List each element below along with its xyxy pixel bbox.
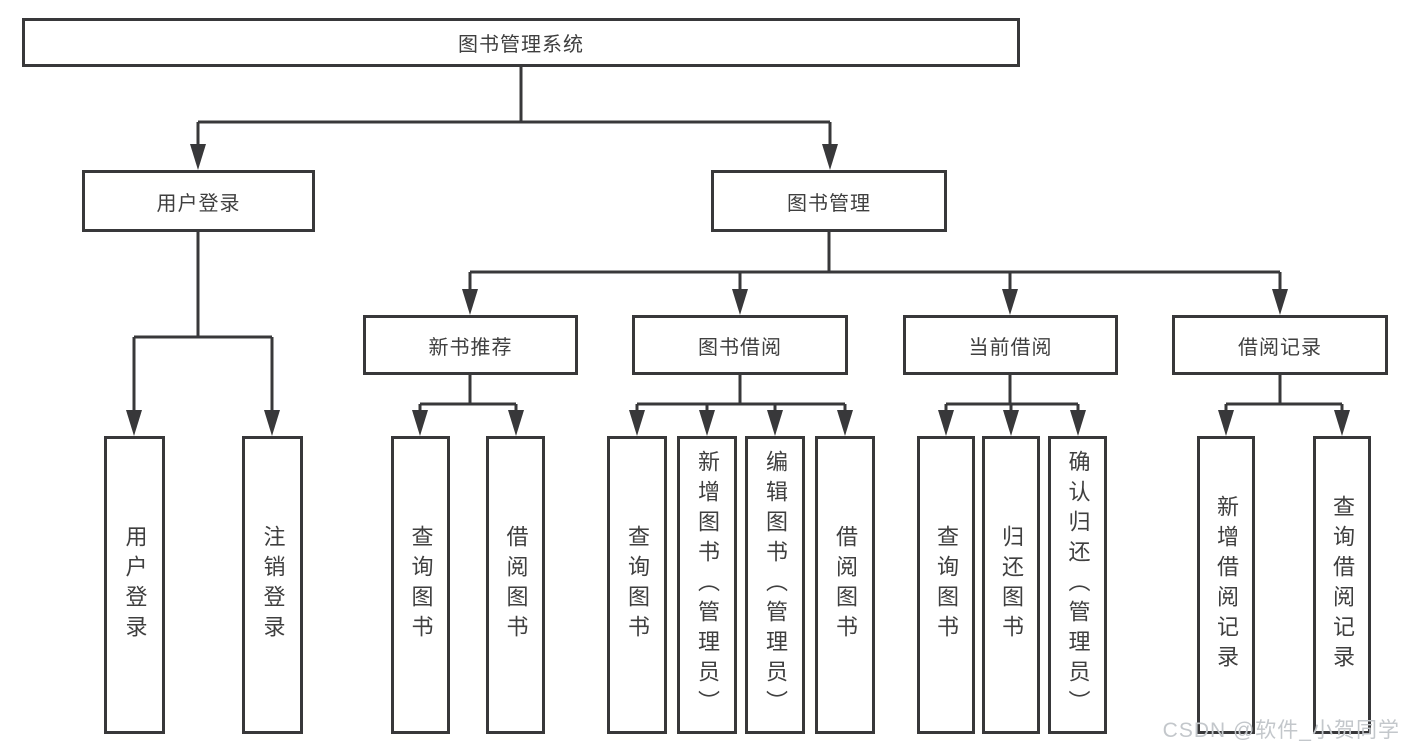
node-current-borrow: 当前借阅 bbox=[903, 315, 1118, 375]
leaf-current-query-book: 查询图书 bbox=[917, 436, 975, 734]
node-borrow-record: 借阅记录 bbox=[1172, 315, 1388, 375]
node-label: 用户登录 bbox=[156, 192, 241, 215]
leaf-current-return-book: 归还图书 bbox=[982, 436, 1040, 734]
leaf-current-confirm-return-admin: 确认归还（管理员） bbox=[1048, 436, 1107, 734]
leaf-record-query-record: 查询借阅记录 bbox=[1313, 436, 1371, 734]
node-user-login: 用户登录 bbox=[82, 170, 315, 232]
leaf-borrow-borrow-book: 借阅图书 bbox=[815, 436, 875, 734]
node-label: 查询图书 bbox=[625, 525, 650, 645]
node-label: 查询图书 bbox=[408, 525, 434, 645]
node-label: 新增图书（管理员） bbox=[695, 450, 720, 720]
node-label: 图书管理系统 bbox=[458, 34, 584, 56]
node-label: 新增借阅记录 bbox=[1214, 495, 1239, 675]
leaf-recommend-query-book: 查询图书 bbox=[391, 436, 450, 734]
leaf-record-add-record: 新增借阅记录 bbox=[1197, 436, 1255, 734]
node-book-management-system: 图书管理系统 bbox=[22, 18, 1020, 67]
node-label: 借阅图书 bbox=[503, 525, 529, 645]
node-label: 归还图书 bbox=[999, 525, 1024, 645]
arrowhead-group bbox=[126, 144, 1350, 436]
node-new-book-recommend: 新书推荐 bbox=[363, 315, 578, 375]
leaf-recommend-borrow-book: 借阅图书 bbox=[486, 436, 545, 734]
node-book-management: 图书管理 bbox=[711, 170, 947, 232]
node-label: 注销登录 bbox=[260, 525, 286, 645]
node-label: 用户登录 bbox=[122, 525, 148, 645]
node-label: 借阅图书 bbox=[833, 525, 858, 645]
node-book-borrow: 图书借阅 bbox=[632, 315, 848, 375]
leaf-logout: 注销登录 bbox=[242, 436, 303, 734]
leaf-borrow-add-book-admin: 新增图书（管理员） bbox=[677, 436, 737, 734]
node-label: 图书管理 bbox=[787, 192, 871, 215]
node-label: 编辑图书（管理员） bbox=[763, 450, 788, 720]
node-label: 当前借阅 bbox=[968, 336, 1053, 359]
leaf-borrow-edit-book-admin: 编辑图书（管理员） bbox=[745, 436, 805, 734]
node-label: 新书推荐 bbox=[428, 336, 513, 359]
node-label: 确认归还（管理员） bbox=[1065, 450, 1091, 720]
leaf-borrow-query-book: 查询图书 bbox=[607, 436, 667, 734]
node-label: 图书借阅 bbox=[698, 336, 782, 359]
node-label: 查询图书 bbox=[934, 525, 959, 645]
leaf-user-login: 用户登录 bbox=[104, 436, 165, 734]
node-label: 查询借阅记录 bbox=[1330, 495, 1355, 675]
csdn-watermark: CSDN @软件_小贺同学 bbox=[1162, 719, 1400, 742]
node-label: 借阅记录 bbox=[1238, 336, 1322, 359]
